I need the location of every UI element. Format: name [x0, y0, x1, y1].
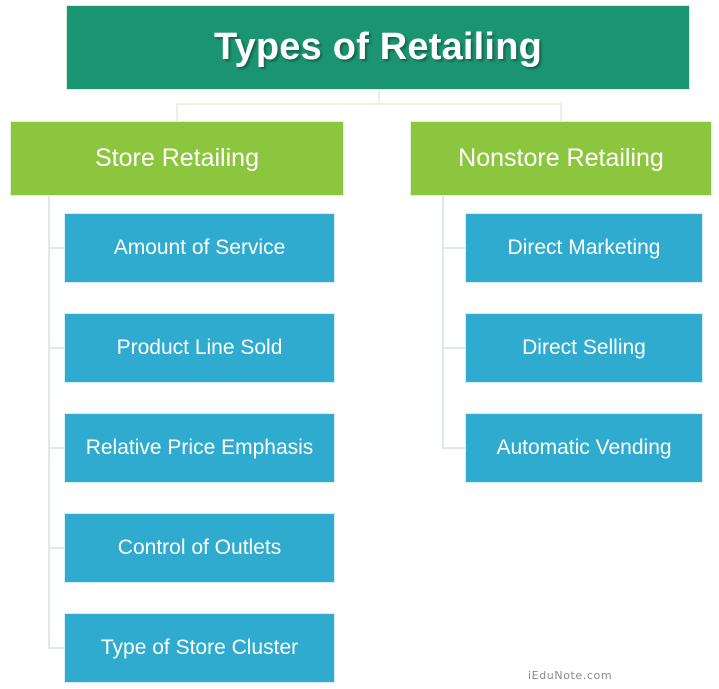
- connector-stub-amount-of-service: [48, 247, 65, 249]
- leaf-box-amount-of-service: Amount of Service: [64, 213, 335, 283]
- leaf-box-relative-price-emphasis: Relative Price Emphasis: [64, 413, 335, 483]
- connector-root-bar: [176, 103, 562, 105]
- leaf-label-direct-selling: Direct Selling: [522, 335, 646, 359]
- leaf-label-amount-of-service: Amount of Service: [113, 235, 286, 259]
- leaf-label-product-line-sold: Product Line Sold: [116, 335, 283, 359]
- connector-trunk-nonstore-retailing: [442, 196, 444, 449]
- leaf-label-direct-marketing: Direct Marketing: [507, 235, 661, 259]
- connector-stub-type-of-store-cluster: [48, 647, 65, 649]
- leaf-box-product-line-sold: Product Line Sold: [64, 313, 335, 383]
- branch-label-store-retailing: Store Retailing: [95, 144, 259, 173]
- connector-stub-automatic-vending: [442, 447, 466, 449]
- leaf-label-relative-price-emphasis: Relative Price Emphasis: [85, 435, 314, 459]
- connector-root-drop-left: [176, 103, 178, 122]
- connector-stub-control-of-outlets: [48, 547, 65, 549]
- branch-box-nonstore-retailing: Nonstore Retailing: [410, 121, 712, 196]
- leaf-box-control-of-outlets: Control of Outlets: [64, 513, 335, 583]
- connector-root-drop-right: [560, 103, 562, 122]
- watermark-label: iEduNote.com: [528, 669, 613, 682]
- connector-trunk-store-retailing: [48, 196, 50, 649]
- branch-box-store-retailing: Store Retailing: [10, 121, 344, 196]
- leaf-box-direct-marketing: Direct Marketing: [465, 213, 703, 283]
- leaf-box-direct-selling: Direct Selling: [465, 313, 703, 383]
- connector-stub-product-line-sold: [48, 347, 65, 349]
- leaf-label-type-of-store-cluster: Type of Store Cluster: [100, 635, 299, 659]
- diagram-title-box: Types of Retailing: [66, 5, 690, 90]
- connector-stub-direct-marketing: [442, 247, 466, 249]
- leaf-label-control-of-outlets: Control of Outlets: [117, 535, 282, 559]
- connector-stub-relative-price-emphasis: [48, 447, 65, 449]
- branch-label-nonstore-retailing: Nonstore Retailing: [458, 144, 664, 173]
- connector-root-stem: [378, 90, 380, 105]
- diagram-title-label: Types of Retailing: [213, 25, 543, 68]
- leaf-label-automatic-vending: Automatic Vending: [496, 435, 672, 459]
- leaf-box-automatic-vending: Automatic Vending: [465, 413, 703, 483]
- connector-stub-direct-selling: [442, 347, 466, 349]
- leaf-box-type-of-store-cluster: Type of Store Cluster: [64, 613, 335, 683]
